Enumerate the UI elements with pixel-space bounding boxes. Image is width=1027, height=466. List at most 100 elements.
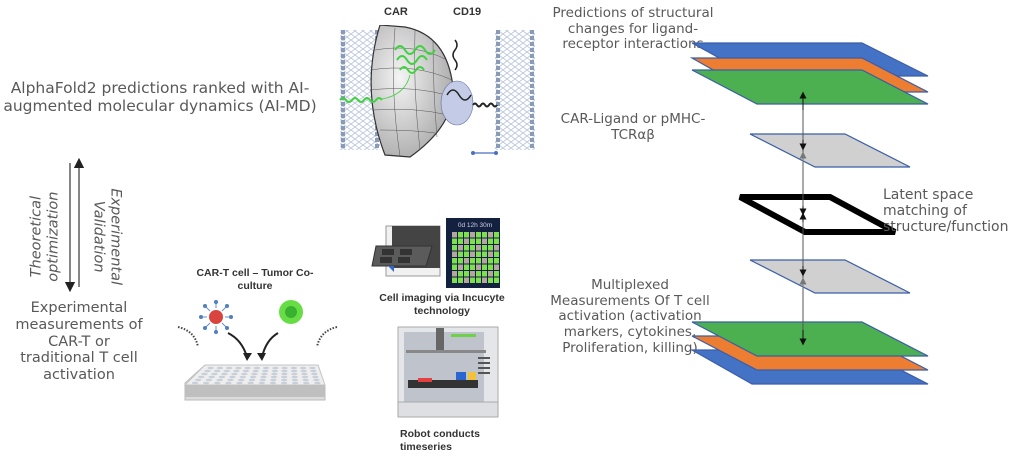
- plate-well: [302, 378, 309, 382]
- plate-well: [242, 369, 250, 373]
- plate-well: [312, 375, 319, 379]
- cd19-helix: [472, 102, 498, 108]
- plate-well: [270, 375, 278, 379]
- plate-well: [313, 378, 320, 382]
- plate-well: [218, 375, 226, 379]
- screen-well: [494, 232, 499, 238]
- plate-well: [303, 381, 310, 385]
- plate-well: [204, 369, 211, 373]
- plate-well: [249, 375, 257, 379]
- dotted-arc-right: [316, 326, 338, 348]
- plate-well: [299, 366, 307, 370]
- tumor-cell-icon: [279, 300, 303, 324]
- plate-well: [247, 381, 254, 385]
- screen-well: [488, 271, 493, 277]
- plate-well: [221, 372, 228, 376]
- screen-well: [458, 264, 463, 270]
- incucyte-imaging-illustration: 0d 12h 30m: [371, 218, 500, 288]
- plate-well: [233, 369, 240, 373]
- plate-well: [244, 366, 251, 370]
- multiplexed-measurements-description: Multiplexed Measurements Of T cell activ…: [550, 277, 710, 356]
- screen-well: [488, 264, 493, 270]
- screen-well: [464, 232, 469, 238]
- plate-well: [281, 369, 288, 373]
- plate-well: [239, 375, 246, 379]
- screen-well: [470, 245, 475, 251]
- screen-well: [470, 258, 475, 264]
- screen-well: [494, 238, 499, 244]
- measurements-description: Experimental measurements of CAR-T or tr…: [15, 300, 143, 384]
- plate-well: [207, 366, 214, 370]
- latent-space-description: Latent space matching of structure/funct…: [883, 187, 1009, 236]
- plate-well: [208, 375, 215, 379]
- well-plate-icon: [183, 364, 326, 401]
- incucyte-screen: 0d 12h 30m: [446, 218, 500, 288]
- plate-well: [281, 372, 288, 376]
- function-layer-green: [691, 321, 929, 357]
- plate-well: [198, 375, 205, 379]
- plate-well: [280, 378, 288, 382]
- plate-well: [237, 378, 245, 382]
- screen-well: [458, 251, 463, 257]
- plate-well: [309, 366, 316, 370]
- car-t-cell-icon: [199, 300, 233, 334]
- plate-well: [269, 381, 277, 385]
- screen-well: [458, 271, 463, 277]
- screen-well: [488, 238, 493, 244]
- screen-well: [458, 245, 463, 251]
- screen-well: [458, 277, 463, 283]
- screen-well: [482, 245, 487, 251]
- incucyte-label: Cell imaging via Incucyte technology: [379, 292, 505, 317]
- screen-well: [452, 232, 457, 238]
- plate-well: [225, 366, 233, 370]
- screen-well: [476, 258, 481, 264]
- car-label: CAR: [384, 6, 408, 18]
- alphafold-description: AlphaFold2 predictions ranked with AI-au…: [3, 79, 317, 115]
- screen-well: [452, 277, 457, 283]
- screen-well: [476, 251, 481, 257]
- coculture-plate-illustration: [177, 300, 338, 401]
- screen-well: [464, 251, 469, 257]
- screen-well: [464, 258, 469, 264]
- screen-well: [494, 251, 499, 257]
- screen-well: [476, 271, 481, 277]
- screen-well: [488, 277, 493, 283]
- screen-well: [482, 232, 487, 238]
- right-membrane: [495, 30, 535, 150]
- screen-well: [494, 271, 499, 277]
- incucyte-time: 0d 12h 30m: [458, 222, 492, 229]
- plate-well: [213, 369, 221, 373]
- car-dome: [370, 25, 454, 158]
- plate-well: [301, 372, 308, 376]
- screen-well: [488, 258, 493, 264]
- screen-well: [494, 264, 499, 270]
- plate-well: [310, 369, 317, 373]
- plate-well: [262, 366, 270, 370]
- plate-well: [281, 375, 288, 379]
- plate-well: [229, 375, 236, 379]
- plate-well: [271, 372, 278, 376]
- plate-well: [201, 372, 208, 376]
- plate-well: [300, 369, 307, 373]
- plate-well: [270, 378, 277, 382]
- plate-well: [291, 372, 298, 376]
- plate-well: [236, 381, 243, 385]
- screen-well: [494, 258, 499, 264]
- screen-well: [476, 277, 481, 283]
- screen-well: [464, 245, 469, 251]
- screen-well: [464, 271, 469, 277]
- screen-well: [476, 264, 481, 270]
- plate-well: [241, 372, 248, 376]
- cycle-arrows: [64, 157, 85, 293]
- screen-well: [464, 277, 469, 283]
- screen-well: [464, 238, 469, 244]
- plate-well: [301, 375, 309, 379]
- screen-well: [470, 232, 475, 238]
- screen-well: [470, 264, 475, 270]
- encoder-layer-top: [749, 133, 911, 168]
- screen-well: [476, 238, 481, 244]
- plate-well: [311, 372, 318, 376]
- plate-well: [191, 381, 199, 385]
- car-protein: [339, 45, 436, 103]
